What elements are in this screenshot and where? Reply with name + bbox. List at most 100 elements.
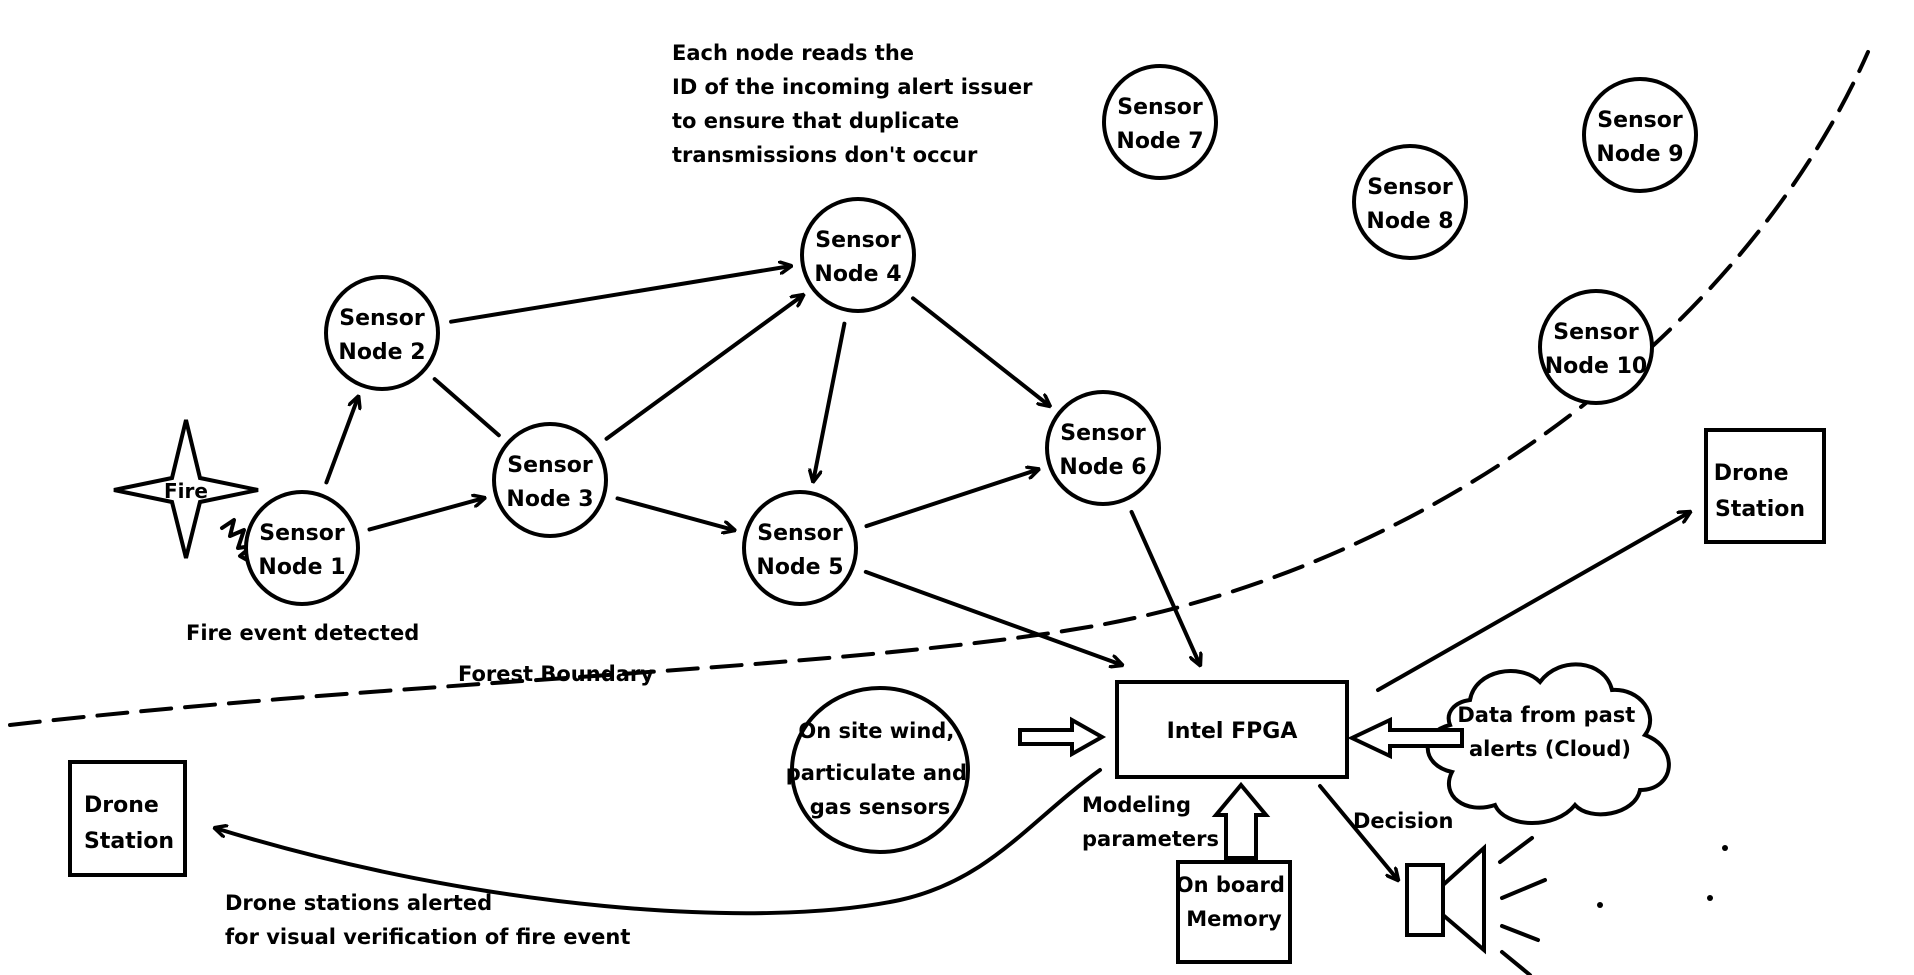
sensor-node-label-line: Node 9 [1596,142,1683,167]
cloud-line: alerts (Cloud) [1469,737,1631,761]
sensor-node-label-line: Sensor [259,521,345,546]
sensor-node-label-line: Node 8 [1366,209,1453,234]
sensors-to-fpga-arrow [1018,716,1107,758]
fire-star: Fire [113,419,260,568]
edge-n6-fpga [1129,509,1200,665]
speaker-cone [1441,843,1486,955]
sensor-node-label-line: Node 10 [1545,354,1647,379]
sensor-node-label-line: Node 5 [756,555,843,580]
modeling-line: parameters [1082,827,1219,851]
cloud-to-fpga-arrow [1347,716,1464,760]
sound-wave [1500,878,1547,900]
alert-note-line: to ensure that duplicate [672,109,959,133]
speaker-body [1405,863,1445,937]
sensor-node-label-line: Sensor [1597,108,1683,133]
sound-dot [1597,902,1603,908]
sensor-node-circle [800,197,916,313]
sensor-node-label-line: Sensor [1117,95,1203,120]
alert-note: Each node reads the ID of the incoming a… [672,41,1040,167]
fire-label: Fire [164,479,208,503]
sensor-node-circle [492,422,608,538]
sound-dot [1722,845,1728,851]
speaker-icon [1405,836,1728,975]
cloud-label: Data from past alerts (Cloud) [1457,703,1642,761]
onsite-sensors-ellipse [790,686,970,854]
forest-boundary-line [8,50,1870,727]
drone-alert-line: Drone stations alerted [225,891,492,915]
fire-star-shape [113,419,259,559]
sensor-node-label-line: Sensor [339,306,425,331]
fpga-to-drone-right-arrow [1376,512,1690,692]
sensor-node-label-line: Node 3 [506,487,593,512]
edge-n1-n2 [324,397,358,485]
edges-layer [324,266,1200,665]
sensor-node-circle [1352,144,1468,260]
sensor-node-label-line: Node 4 [814,262,901,287]
drone-station-right-line: Drone [1714,461,1789,486]
sound-dot [1707,895,1713,901]
sensor-node-circle [244,490,360,606]
onsite-sensors-line: particulate and [786,761,967,785]
cloud-shape [1425,662,1671,825]
lightning-icon [220,518,260,568]
alert-note-line: ID of the incoming alert issuer [672,75,1033,99]
drone-station-right [1704,428,1826,544]
sensor-node-circle [324,275,440,391]
edge-n4-n5 [813,321,847,482]
sensor-node-circle [742,490,858,606]
fpga-to-drone-left-arrow [215,768,1102,916]
memory-label: On board Memory [1176,873,1292,931]
sensor-node-label-line: Node 6 [1059,455,1146,480]
onsite-sensors-label: On site wind, particulate and gas sensor… [786,719,975,819]
sensor-node-circle [1045,390,1161,506]
sensor-node-circle [1582,77,1698,193]
fpga-box [1115,680,1349,779]
sound-wave [1498,836,1534,864]
edge-n2-n4 [449,266,791,324]
sensor-node-circle [1102,64,1218,180]
sensor-node-label-line: Sensor [757,521,843,546]
alert-note-line: Each node reads the [672,41,914,65]
sensor-node-label-line: Sensor [1367,175,1453,200]
sound-wave [1500,924,1540,942]
drone-station-left [68,760,187,877]
decision-arrow [1318,784,1398,880]
sensor-node-circle [1538,289,1654,405]
forest-boundary-label: Forest Boundary [458,662,654,686]
decision-label: Decision [1353,809,1453,833]
edge-n1-n3 [367,498,485,532]
sensor-node-label-line: Sensor [1060,421,1146,446]
cloud-line: Data from past [1457,703,1635,727]
drone-alert-line: for visual verification of fire event [225,925,630,949]
edge-n4-n6 [910,296,1050,406]
edge-n5-fpga [863,569,1122,665]
drone-station-left-label: Drone Station [84,793,174,854]
edge-n5-n6 [864,469,1038,529]
sensor-node-label-line: Sensor [815,228,901,253]
sensor-node-label-line: Node 1 [258,555,345,580]
drone-alert-label: Drone stations alerted for visual verifi… [225,891,630,949]
modeling-line: Modeling [1082,793,1191,817]
edge-n2-n3 [432,377,501,438]
fpga-label: Intel FPGA [1167,719,1298,744]
onsite-sensors-line: gas sensors [810,795,951,819]
modeling-label: Modeling parameters [1082,793,1219,851]
